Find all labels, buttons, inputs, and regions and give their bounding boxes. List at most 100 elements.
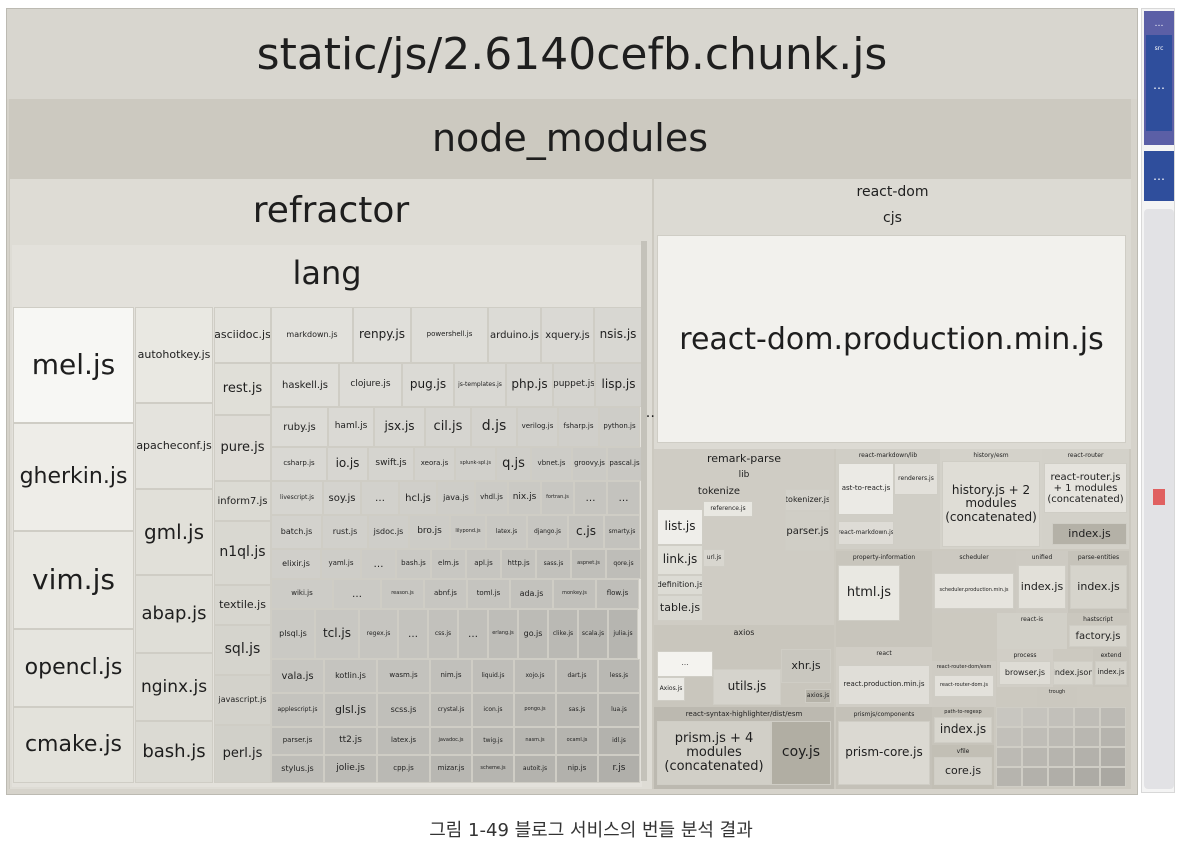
css-jsmodule[interactable]: css.js xyxy=(428,609,458,659)
kotlin-jsmodule[interactable]: kotlin.js xyxy=(324,659,377,693)
q-jsmodule[interactable]: q.js xyxy=(496,447,531,481)
clojure-jsmodule[interactable]: clojure.js xyxy=(339,363,402,407)
react-router-module[interactable]: react-router.js + 1 modules (concatenate… xyxy=(1044,463,1127,513)
small-module[interactable] xyxy=(1022,767,1048,787)
js-templates-jsmodule[interactable]: js-templates.js xyxy=(454,363,506,407)
perl-module[interactable]: perl.js xyxy=(214,725,271,783)
gherkin-module[interactable]: gherkin.js xyxy=(13,423,134,531)
jsdoc-jsmodule[interactable]: jsdoc.js xyxy=(368,515,409,549)
react-dom-production-module[interactable]: react-dom.production.min.js xyxy=(657,235,1126,443)
list-module[interactable]: list.js xyxy=(657,509,703,545)
toml-jsmodule[interactable]: toml.js xyxy=(467,579,510,609)
html-module[interactable]: html.js xyxy=(838,565,900,621)
php-jsmodule[interactable]: php.js xyxy=(506,363,553,407)
small-module[interactable] xyxy=(1100,707,1126,727)
sql-module[interactable]: sql.js xyxy=(214,625,271,675)
abap-module[interactable]: abap.js xyxy=(135,575,213,653)
xhr-module[interactable]: xhr.js xyxy=(781,649,831,683)
react-router-dom-module[interactable]: react-router-dom.js xyxy=(934,675,994,697)
go-jsmodule[interactable]: go.js xyxy=(518,609,548,659)
nsis-jsmodule[interactable]: nsis.js xyxy=(594,307,642,363)
renpy-jsmodule[interactable]: renpy.js xyxy=(353,307,411,363)
hcl-jsmodule[interactable]: hcl.js xyxy=(399,481,437,515)
path-to-regexp-index-module[interactable]: index.js xyxy=(934,717,992,743)
utils-module[interactable]: utils.js xyxy=(713,669,781,705)
small-module[interactable] xyxy=(996,727,1022,747)
python-jsmodule[interactable]: python.js xyxy=(599,407,640,447)
small-module[interactable] xyxy=(1074,767,1100,787)
prism-core-module[interactable]: prism-core.js xyxy=(838,721,930,785)
react-markdown-module[interactable]: react-markdown.js xyxy=(838,521,894,545)
monkey-jsmodule[interactable]: monkey.js xyxy=(553,579,596,609)
refractor-scroll-track[interactable] xyxy=(641,241,647,781)
batch-jsmodule[interactable]: batch.js xyxy=(271,515,322,549)
tt2-jsmodule[interactable]: tt2.js xyxy=(324,727,377,755)
pascal-jsmodule[interactable]: pascal.js xyxy=(607,447,642,481)
trough-group[interactable]: trough xyxy=(1037,687,1077,707)
prism-module[interactable]: prism.js + 4 modules (concatenated) xyxy=(657,721,771,785)
stylus-jsmodule[interactable]: stylus.js xyxy=(271,755,324,783)
url-module[interactable]: url.js xyxy=(703,549,725,567)
ast-to-react-module[interactable]: ast-to-react.js xyxy=(838,463,894,515)
powershell-jsmodule[interactable]: powershell.js xyxy=(411,307,488,363)
rust-jsmodule[interactable]: rust.js xyxy=(322,515,368,549)
browser-module[interactable]: browser.js xyxy=(999,661,1051,685)
nix-jsmodule[interactable]: nix.js xyxy=(508,481,541,515)
verilog-jsmodule[interactable]: verilog.js xyxy=(517,407,558,447)
core-module[interactable]: core.js xyxy=(934,757,992,785)
csharp-jsmodule[interactable]: csharp.js xyxy=(271,447,327,481)
tcl-jsmodule[interactable]: tcl.js xyxy=(315,609,359,659)
bash-module[interactable]: bash.js xyxy=(135,721,213,783)
wasm-jsmodule[interactable]: wasm.js xyxy=(377,659,430,693)
small-module[interactable] xyxy=(1100,767,1126,787)
autohotkey-module[interactable]: autohotkey.js xyxy=(135,307,213,403)
parser-jsmodule[interactable]: parser.js xyxy=(271,727,324,755)
reference-module[interactable]: reference.js xyxy=(703,501,753,517)
small-module[interactable] xyxy=(1074,747,1100,767)
small-module[interactable] xyxy=(1022,747,1048,767)
jsx-jsmodule[interactable]: jsx.js xyxy=(374,407,425,447)
rest-module[interactable]: rest.js xyxy=(214,363,271,415)
scheme-jsmodule[interactable]: scheme.js xyxy=(472,755,514,783)
sas-jsmodule[interactable]: sas.js xyxy=(556,693,598,727)
groovy-jsmodule[interactable]: groovy.js xyxy=(572,447,607,481)
nginx-module[interactable]: nginx.js xyxy=(135,653,213,721)
reason-jsmodule[interactable]: reason.js xyxy=(381,579,424,609)
chunk-selector-button[interactable]: … src … xyxy=(1144,11,1174,145)
more-modules[interactable]: … xyxy=(361,549,396,579)
tokenizer-module[interactable]: tokenizer.js xyxy=(785,489,830,511)
sidebar-more-button[interactable]: … xyxy=(1144,151,1174,201)
io-jsmodule[interactable]: io.js xyxy=(327,447,368,481)
ruby-jsmodule[interactable]: ruby.js xyxy=(271,407,328,447)
r-jsmodule[interactable]: r.js xyxy=(598,755,640,783)
small-module[interactable] xyxy=(1100,727,1126,747)
erlang-jsmodule[interactable]: erlang.js xyxy=(488,609,518,659)
fsharp-jsmodule[interactable]: fsharp.js xyxy=(558,407,599,447)
more-modules[interactable]: … xyxy=(458,609,488,659)
flow-jsmodule[interactable]: flow.js xyxy=(596,579,639,609)
small-module[interactable] xyxy=(996,707,1022,727)
javascript-module[interactable]: javascript.js xyxy=(214,675,271,725)
qore-jsmodule[interactable]: qore.js xyxy=(606,549,641,579)
history-module[interactable]: history.js + 2 modules (concatenated) xyxy=(942,461,1040,547)
parse-entities-index-module[interactable]: index.js xyxy=(1070,565,1127,609)
mizar-jsmodule[interactable]: mizar.js xyxy=(430,755,472,783)
lua-jsmodule[interactable]: lua.js xyxy=(598,693,640,727)
cmake-module[interactable]: cmake.js xyxy=(13,707,134,783)
nasm-jsmodule[interactable]: nasm.js xyxy=(514,727,556,755)
dart-jsmodule[interactable]: dart.js xyxy=(556,659,598,693)
more-modules[interactable]: … xyxy=(333,579,381,609)
wiki-jsmodule[interactable]: wiki.js xyxy=(271,579,333,609)
glsl-jsmodule[interactable]: glsl.js xyxy=(324,693,377,727)
more-modules[interactable]: … xyxy=(607,481,640,515)
julia-jsmodule[interactable]: julia.js xyxy=(608,609,638,659)
ada-jsmodule[interactable]: ada.js xyxy=(510,579,553,609)
axios-more-1[interactable]: … xyxy=(657,651,713,677)
nim-jsmodule[interactable]: nim.js xyxy=(430,659,472,693)
link-module[interactable]: link.js xyxy=(657,545,703,575)
small-module[interactable] xyxy=(1048,727,1074,747)
lisp-jsmodule[interactable]: lisp.js xyxy=(595,363,642,407)
http-jsmodule[interactable]: http.js xyxy=(501,549,536,579)
arduino-jsmodule[interactable]: arduino.js xyxy=(488,307,541,363)
textile-module[interactable]: textile.js xyxy=(214,585,271,625)
